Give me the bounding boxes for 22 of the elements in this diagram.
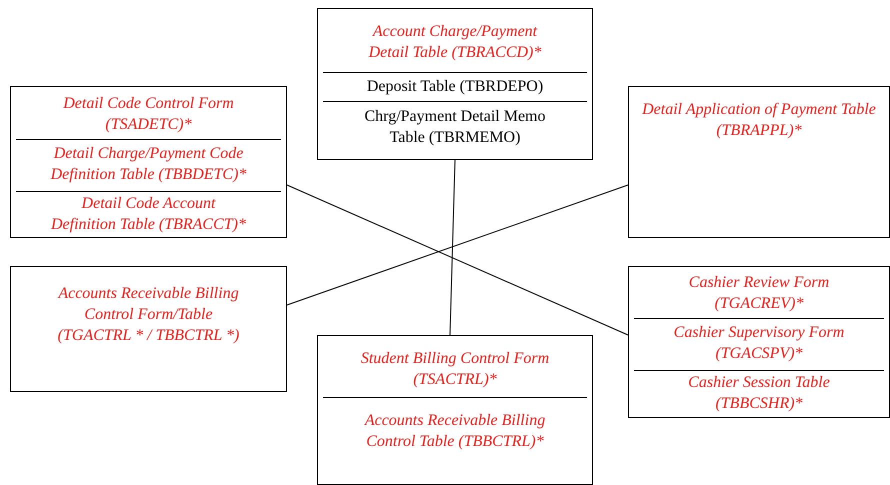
table-name: Student Billing Control Form (TSACTRL)* <box>360 349 550 390</box>
table-name: Accounts Receivable Billing Control Form/Table (TGACTRL * / TBBCTRL *) <box>56 284 240 346</box>
table-name: Detail Application of Payment Table (TBRAPPL)* <box>641 100 877 141</box>
table-name: Detail Code Account Definition Table (TBRACCT)* <box>50 194 247 235</box>
table-box <box>317 8 593 160</box>
table-box <box>628 266 890 418</box>
table-name: Cashier Review Form (TGACREV)* <box>688 273 830 314</box>
connector-line <box>286 184 628 336</box>
table-name: Chrg/Payment Detail Memo Table (TBRMEMO) <box>363 107 546 148</box>
table-box <box>317 335 593 485</box>
connector-line <box>450 160 456 336</box>
table-name: Accounts Receivable Billing Control Table (TBBCTRL)* <box>363 411 546 452</box>
table-name: Account Charge/Payment Detail Table (TBRACCD)* <box>368 22 542 63</box>
table-name: Cashier Supervisory Form (TGACSPV)* <box>672 323 846 364</box>
table-name: Deposit Table (TBRDEPO) <box>366 77 544 97</box>
table-box <box>10 266 287 392</box>
table-name: Detail Code Control Form (TSADETC)* <box>62 94 235 135</box>
table-box <box>10 86 287 238</box>
table-name: Detail Charge/Payment Code Definition Table (TBBDETC)* <box>50 144 248 185</box>
table-name: Cashier Session Table (TBBCSHR)* <box>687 373 831 414</box>
connector-line <box>286 184 628 306</box>
table-box <box>628 86 890 238</box>
